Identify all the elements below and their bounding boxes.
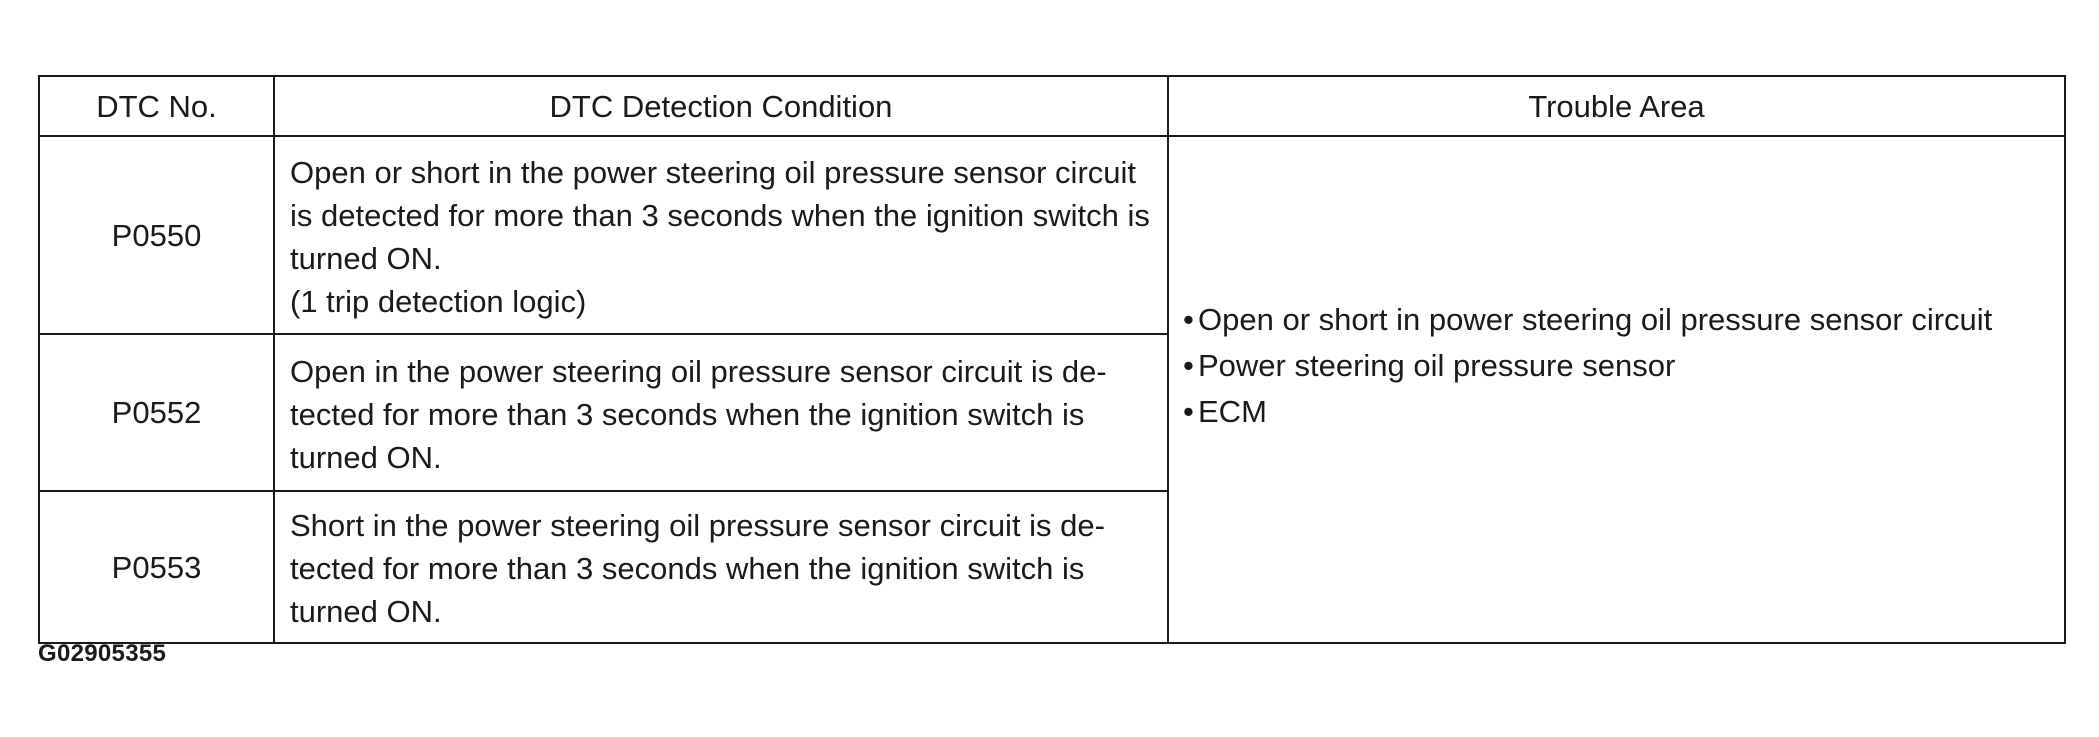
- condition-line: Open or short in the power steering oil …: [290, 154, 1137, 190]
- detection-condition: Short in the power steering oil pressure…: [273, 490, 1169, 644]
- bullet-icon: •: [1183, 301, 1194, 337]
- trouble-area-text: Power steering oil pressure sensor: [1198, 347, 1676, 383]
- trouble-area-text: ECM: [1198, 393, 1267, 429]
- condition-line: Open in the power steering oil pressure …: [290, 353, 1107, 389]
- bullet-icon: •: [1183, 393, 1194, 429]
- condition-line: is detected for more than 3 seconds when…: [290, 197, 1150, 233]
- trouble-area-item: •Power steering oil pressure sensor: [1183, 343, 2054, 389]
- trouble-area-text: Open or short in power steering oil pres…: [1198, 301, 1993, 337]
- condition-line: turned ON.: [290, 240, 442, 276]
- trouble-area-cell: •Open or short in power steering oil pre…: [1167, 135, 2066, 644]
- detection-condition: Open in the power steering oil pressure …: [273, 333, 1169, 492]
- trouble-area-item: •Open or short in power steering oil pre…: [1183, 297, 2054, 343]
- header-detection-condition: DTC Detection Condition: [273, 75, 1169, 137]
- figure-id: G02905355: [38, 640, 167, 667]
- trouble-area-item: •ECM: [1183, 389, 2054, 435]
- dtc-code: P0553: [38, 490, 275, 644]
- trouble-area-list: •Open or short in power steering oil pre…: [1183, 297, 2054, 435]
- header-trouble-area: Trouble Area: [1167, 75, 2066, 137]
- table-row: P0553 Short in the power steering oil pr…: [38, 490, 2065, 644]
- condition-line: tected for more than 3 seconds when the …: [290, 396, 1085, 432]
- detection-condition: Open or short in the power steering oil …: [273, 135, 1169, 335]
- condition-line: (1 trip detection logic): [290, 283, 587, 319]
- condition-line: Short in the power steering oil pressure…: [290, 508, 1105, 543]
- table-row: P0552 Open in the power steering oil pre…: [38, 333, 2065, 492]
- condition-line: turned ON.: [290, 594, 442, 629]
- dtc-table: DTC No. DTC Detection Condition Trouble …: [38, 75, 2066, 644]
- bullet-icon: •: [1183, 347, 1194, 383]
- table-row: P0550 Open or short in the power steerin…: [38, 135, 2066, 644]
- dtc-code: P0550: [38, 135, 275, 335]
- header-dtc-no: DTC No.: [38, 75, 275, 137]
- condition-line: turned ON.: [290, 439, 442, 475]
- condition-line: tected for more than 3 seconds when the …: [290, 551, 1085, 586]
- table-header-row: DTC No. DTC Detection Condition Trouble …: [38, 75, 2066, 137]
- dtc-code: P0552: [38, 333, 275, 492]
